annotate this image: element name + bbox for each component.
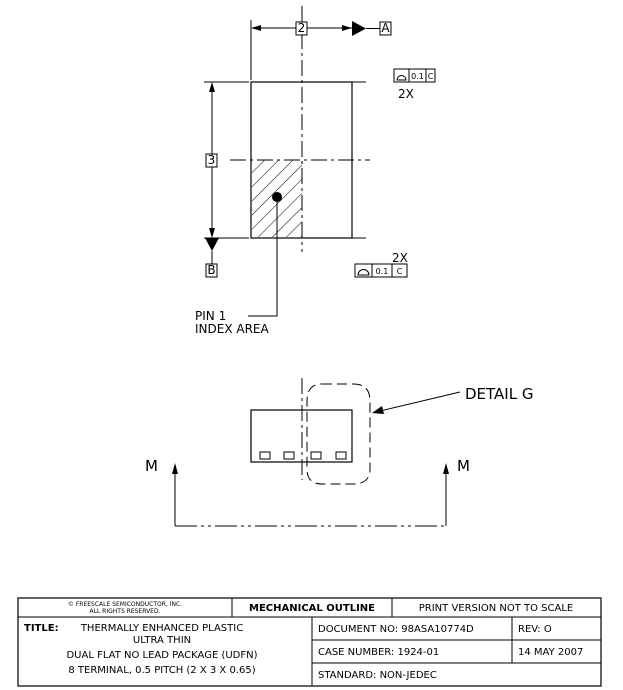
detail-g-leader <box>379 391 461 412</box>
terminal-pad <box>283 451 295 460</box>
arrowhead-icon <box>372 406 384 414</box>
width-dimension-box <box>295 21 308 36</box>
pin1-dot-icon <box>272 192 282 202</box>
height-dimension-value: 3 <box>208 153 216 167</box>
copyright-line2: ALL RIGHTS RESERVED. <box>89 608 160 615</box>
fcf-top-tolerance: 0.1 <box>411 72 424 81</box>
datum-a-box <box>379 21 392 36</box>
arrowhead-icon <box>209 82 215 92</box>
fcf-bottom-count: 2X <box>392 251 408 265</box>
standard: STANDARD: NON-JEDEC <box>318 670 437 681</box>
feature-control-frame-bottom: 2X 0.1 C <box>352 237 408 278</box>
title-label: TITLE: <box>24 623 59 634</box>
section-label-left: M <box>145 457 158 475</box>
arrowhead-icon <box>342 25 352 31</box>
title-block-frame <box>17 597 602 687</box>
terminal-pad <box>335 451 347 460</box>
detail-g-label: DETAIL G <box>465 385 533 403</box>
height-dimension-box <box>205 153 218 168</box>
print-version-note: PRINT VERSION NOT TO SCALE <box>419 603 574 614</box>
arrowhead-icon <box>172 463 178 474</box>
pin1-leader-line <box>248 200 278 317</box>
release-date: 14 MAY 2007 <box>518 647 583 658</box>
detail-g-outline <box>306 383 371 485</box>
pin1-label-line2: INDEX AREA <box>195 322 270 336</box>
profile-of-surface-icon <box>357 269 370 276</box>
datum-b-box <box>205 263 218 278</box>
title-line2: ULTRA THIN <box>133 635 191 646</box>
arrowhead-icon <box>209 228 215 238</box>
datum-a-label: A <box>381 21 390 35</box>
title-line1: THERMALLY ENHANCED PLASTIC <box>80 623 243 634</box>
fcf-bottom-datum: C <box>397 267 403 276</box>
mechanical-outline-header: MECHANICAL OUTLINE <box>249 603 375 614</box>
top-view: 2 A 3 B 0.1 <box>195 6 436 336</box>
fcf-bottom-tolerance: 0.1 <box>376 267 389 276</box>
document-number: DOCUMENT NO: 98ASA10774D <box>318 624 474 635</box>
arrowhead-icon <box>251 25 261 31</box>
case-number: CASE NUMBER: 1924-01 <box>318 647 439 658</box>
datum-triangle-icon <box>205 238 219 251</box>
package-body-side <box>250 409 353 463</box>
terminal-pad <box>259 451 271 460</box>
copyright-line1: © FREESCALE SEMICONDUCTOR, INC. <box>68 601 182 608</box>
terminal-pad <box>310 451 322 460</box>
datum-triangle-icon <box>352 21 366 36</box>
pin1-label-line1: PIN 1 <box>195 309 226 323</box>
side-view: DETAIL G M M <box>145 378 533 527</box>
title-line3: DUAL FLAT NO LEAD PACKAGE (UDFN) <box>66 650 257 661</box>
fcf-top-datum: C <box>428 72 434 81</box>
revision: REV: O <box>518 624 552 635</box>
title-block: © FREESCALE SEMICONDUCTOR, INC. ALL RIGH… <box>17 597 602 687</box>
fcf-top-count: 2X <box>398 87 414 101</box>
arrowhead-icon <box>443 463 449 474</box>
width-dimension-value: 2 <box>298 21 306 35</box>
section-label-right: M <box>457 457 470 475</box>
title-line4: 8 TERMINAL, 0.5 PITCH (2 X 3 X 0.65) <box>68 665 255 676</box>
profile-of-surface-icon <box>396 75 407 81</box>
datum-b-label: B <box>207 263 215 277</box>
feature-control-frame-top: 0.1 C 2X <box>352 68 436 101</box>
